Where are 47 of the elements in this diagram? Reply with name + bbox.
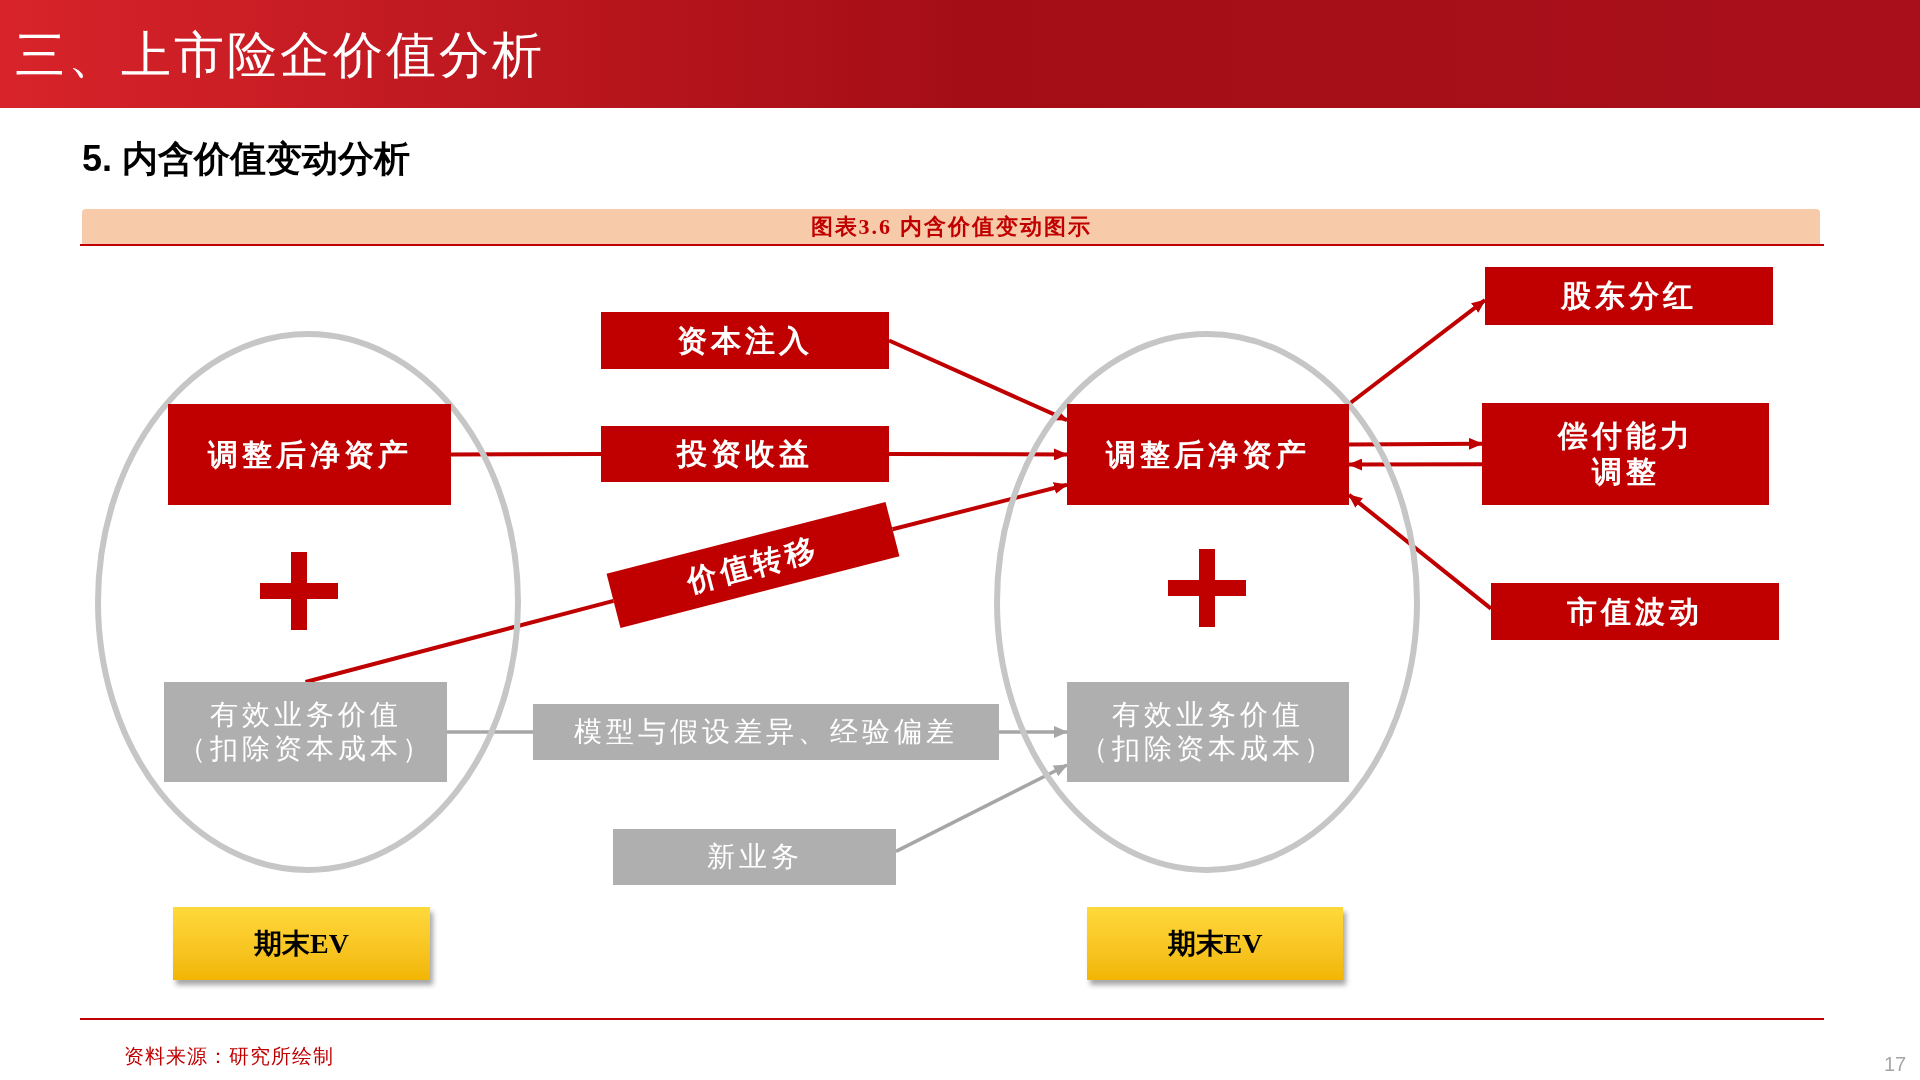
box-label: 调整后净资产	[1106, 436, 1310, 473]
box-label: 模型与假设差异、经验偏差	[574, 715, 958, 749]
box-label: 投资收益	[677, 436, 813, 472]
box-label: 股东分红	[1561, 278, 1697, 314]
box-label: 价值转移	[682, 530, 824, 600]
box-label: 偿付能力调整	[1556, 418, 1695, 490]
box-label: 期末EV	[1167, 926, 1263, 961]
connector-line	[447, 730, 533, 734]
box-label: 有效业务价值	[209, 698, 402, 732]
result-box	[1087, 907, 1343, 980]
arrow	[1349, 437, 1483, 450]
section-heading: 5. 内含价值变动分析	[82, 137, 411, 181]
process-box	[1485, 267, 1773, 325]
page-number: 17	[1884, 1052, 1907, 1076]
source-note: 资料来源：研究所绘制	[124, 1044, 334, 1069]
value-box	[1067, 682, 1349, 782]
arrow	[889, 448, 1068, 461]
process-box	[1491, 583, 1779, 640]
process-box	[601, 312, 889, 369]
process-box	[601, 426, 889, 482]
page-title: 三、上市险企价值分析	[15, 26, 545, 85]
result-box	[173, 907, 430, 980]
box-label: （扣除资本成本）	[1080, 732, 1336, 766]
connector-line	[451, 452, 601, 457]
arrow	[895, 763, 1068, 853]
ellipse-outline	[94, 330, 522, 874]
figure-caption: 图表3.6 内含价值变动图示	[810, 212, 1092, 241]
arrow	[999, 726, 1068, 738]
arrow	[888, 338, 1068, 422]
process-box	[168, 404, 451, 505]
arrow	[892, 482, 1068, 532]
value-box	[164, 682, 447, 782]
box-label: 期末EV	[254, 926, 349, 961]
box-label: （扣除资本成本）	[177, 732, 434, 766]
ellipse-outline	[993, 330, 1421, 874]
value-box	[613, 829, 896, 885]
box-label: 调整后净资产	[207, 436, 412, 473]
box-label: 有效业务价值	[1112, 698, 1304, 732]
box-label: 新业务	[706, 840, 803, 874]
box-label: 资本注入	[677, 322, 813, 359]
value-box	[533, 704, 999, 760]
process-box	[1482, 403, 1769, 505]
arrow	[1348, 458, 1482, 471]
process-box	[1067, 404, 1349, 505]
connector-line	[305, 598, 615, 684]
arrow	[1347, 298, 1487, 406]
box-label: 市值波动	[1567, 593, 1703, 630]
